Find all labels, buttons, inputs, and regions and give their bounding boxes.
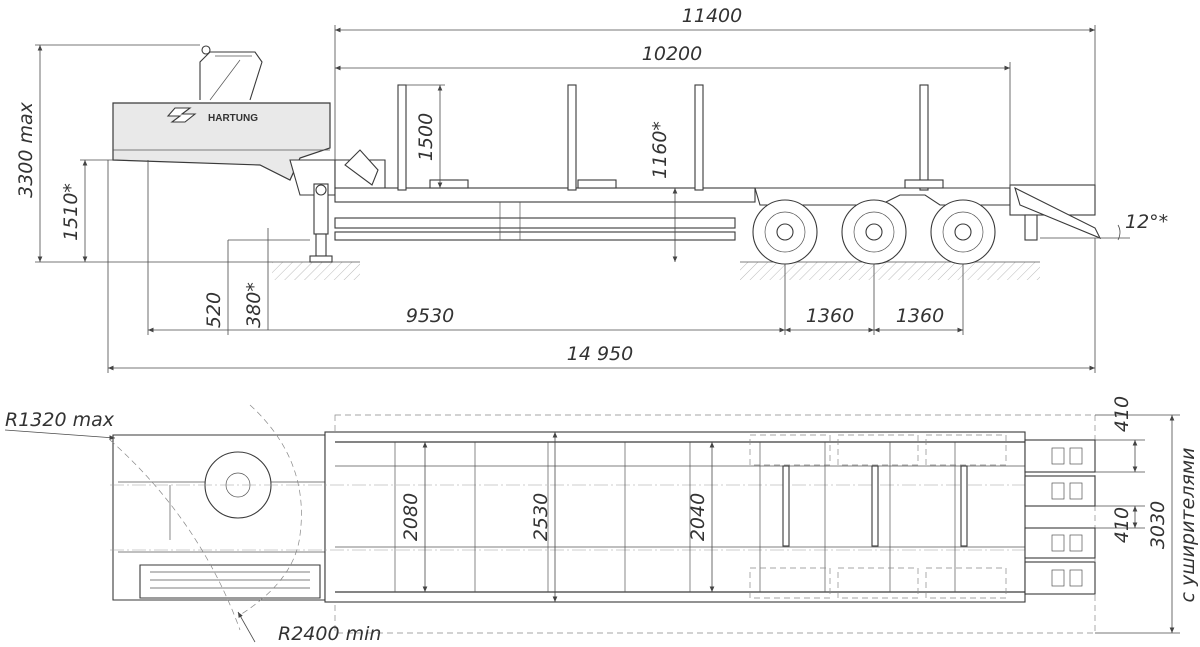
extensions-outline xyxy=(334,414,1096,634)
main-deck xyxy=(334,187,1011,241)
ground-landing-gear xyxy=(272,262,360,280)
brand-label: HARTUNG xyxy=(208,113,258,124)
axle-wheels xyxy=(752,199,996,265)
dim-rear-radius: R2400 min xyxy=(278,623,381,645)
dim-stake-height: 1500 xyxy=(415,113,437,161)
side-view: HARTUNG xyxy=(15,5,1168,373)
dim-front-radius: R1320 max xyxy=(5,409,115,431)
deck-top xyxy=(324,431,1026,603)
dim-ramp-gap-2: 410 xyxy=(1111,507,1133,543)
dim-ramp-angle: 12°* xyxy=(1125,211,1168,233)
dim-ramp-gap-1: 410 xyxy=(1111,396,1133,432)
rear-ramp xyxy=(1009,184,1102,241)
ground-axles xyxy=(740,262,1040,280)
rear-ramps xyxy=(1024,439,1096,595)
dim-kingpin-to-axle: 9530 xyxy=(406,305,454,327)
hartung-logo xyxy=(166,107,197,123)
dim-axle-spacing-1: 1360 xyxy=(806,305,854,327)
stakes xyxy=(397,84,944,191)
radius-arc-2400 xyxy=(109,439,241,631)
dim-deck-width-front: 2080 xyxy=(400,493,422,541)
dim-axle-spacing-2: 1360 xyxy=(896,305,944,327)
dim-landing-gear-1: 520 xyxy=(203,292,225,328)
dim-deck-height: 1160* xyxy=(649,121,671,179)
radius-arc-1320 xyxy=(239,404,302,616)
dim-upper-length: 11400 xyxy=(682,5,742,27)
dim-fifth-wheel-height: 1510* xyxy=(60,183,82,241)
dim-deck-width-rear: 2040 xyxy=(687,493,709,541)
deck-crossmembers xyxy=(394,442,956,592)
dim-width-with-extensions-note: с уширителями xyxy=(1177,448,1199,603)
top-view: R1320 max R2400 min 2080 2530 2040 410 4… xyxy=(4,396,1199,645)
dim-landing-gear-2: 380* xyxy=(243,282,265,328)
dim-overall-length: 14 950 xyxy=(567,343,633,365)
landing-gear xyxy=(309,183,333,263)
dim-max-height: 3300 max xyxy=(15,101,37,198)
dim-deck-length: 10200 xyxy=(642,43,702,65)
gooseneck: HARTUNG xyxy=(112,45,386,196)
dim-overall-width: 2530 xyxy=(530,493,552,541)
dim-width-with-extensions: 3030 xyxy=(1147,501,1169,549)
